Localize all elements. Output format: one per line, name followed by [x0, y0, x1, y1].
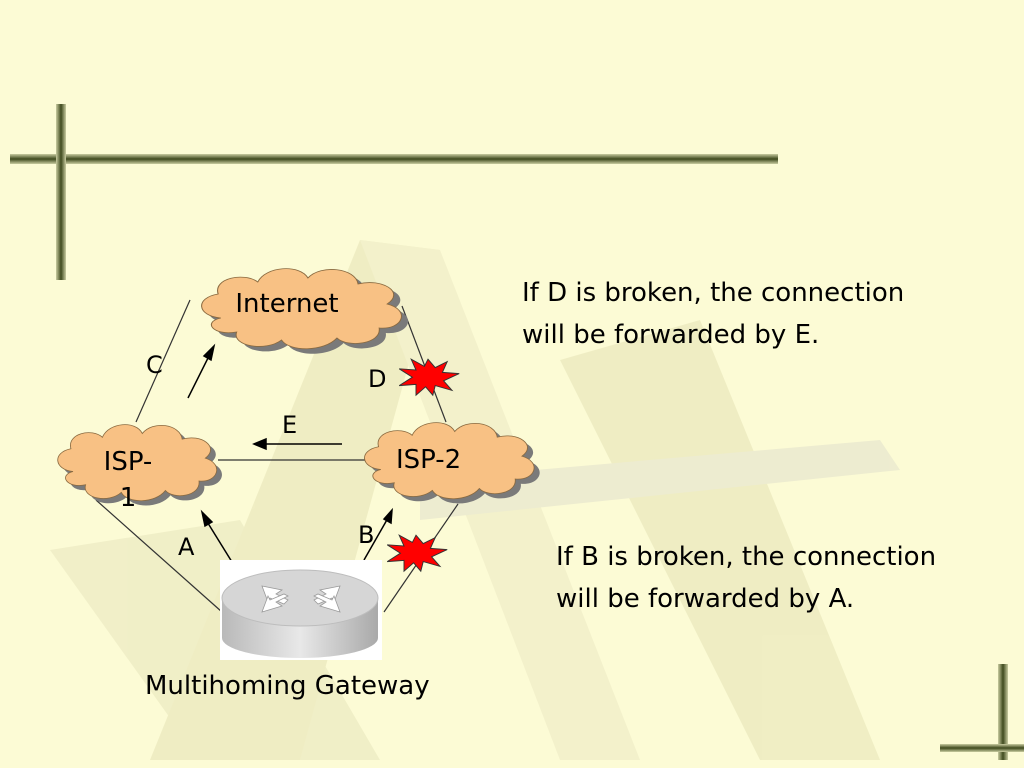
router-icon [220, 560, 382, 660]
arrow-c-icon [187, 353, 211, 399]
link-a [95, 499, 223, 613]
link-label-c: C [146, 351, 163, 379]
node-label-gateway: Multihoming Gateway [145, 671, 430, 701]
note-b-line-2: will be forwarded by A. [556, 584, 855, 614]
vertical-rule-right [998, 664, 1008, 760]
arrow-b-icon [363, 517, 389, 561]
note-b-line-1: If B is broken, the connection [556, 542, 937, 572]
horizontal-rule-bottom [940, 744, 1024, 752]
arrow-a-icon [205, 519, 233, 563]
vertical-rule-left [56, 104, 66, 280]
node-label-isp1: ISP-1 [103, 447, 153, 513]
note-b-broken: If B is broken, the connection will be f… [556, 536, 936, 620]
node-label-isp2: ISP-2 [396, 445, 462, 475]
horizontal-rule [10, 154, 778, 164]
arrows [187, 343, 393, 563]
link-label-e: E [282, 411, 298, 439]
node-label-internet: Internet [235, 289, 339, 319]
link-label-b: B [358, 521, 375, 549]
link-d [401, 305, 447, 423]
link-c [135, 299, 191, 423]
note-d-broken: If D is broken, the connection will be f… [522, 272, 904, 356]
note-d-line-2: will be forwarded by E. [522, 320, 820, 350]
explosion-icon [386, 534, 448, 572]
link-label-d: D [368, 365, 387, 393]
note-d-line-1: If D is broken, the connection [522, 278, 905, 308]
link-label-a: A [178, 533, 195, 561]
